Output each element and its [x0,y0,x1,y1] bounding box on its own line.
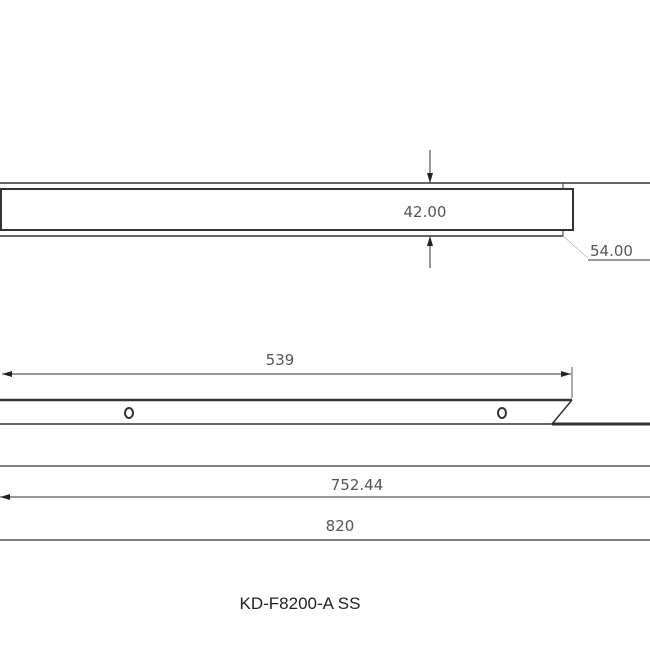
dimension-820: 820 [326,517,355,535]
model-label: KD-F8200-A SS [240,594,361,613]
dimension-54: 54.00 [590,242,633,260]
dimension-42: 42.00 [404,203,447,221]
dimension-539: 539 [266,351,295,369]
dimension-752: 752.44 [331,476,384,494]
top-view [0,150,650,268]
mounting-hole [497,407,507,419]
mounting-hole [124,407,134,419]
side-view [0,367,650,541]
